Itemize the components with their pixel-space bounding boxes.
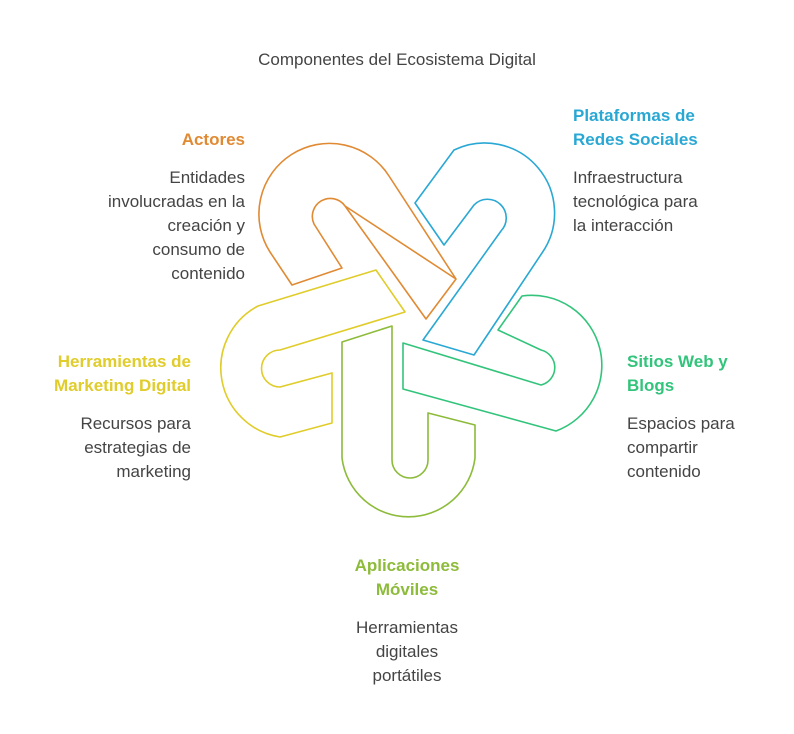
component-aplicaciones-moviles: Aplicaciones Móviles Herramientas digita… <box>297 554 517 688</box>
sitios-heading: Sitios Web y Blogs <box>627 352 728 395</box>
component-herramientas-marketing: Herramientas de Marketing Digital Recurs… <box>1 350 191 484</box>
sitios-description: Espacios para compartir contenido <box>627 414 735 481</box>
actores-heading: Actores <box>181 130 245 149</box>
diagram-title: Componentes del Ecosistema Digital <box>258 50 536 69</box>
redes-description: Infraestructura tecnológica para la inte… <box>573 168 698 235</box>
herramientas-heading: Herramientas de Marketing Digital <box>54 352 191 395</box>
component-redes-sociales: Plataformas de Redes Sociales Infraestru… <box>573 104 783 238</box>
apps-description: Herramientas digitales portátiles <box>355 618 459 685</box>
apps-heading: Aplicaciones Móviles <box>354 556 460 599</box>
loop-sitios <box>402 294 603 432</box>
loop-apps <box>341 325 476 518</box>
component-sitios-web: Sitios Web y Blogs Espacios para compart… <box>627 350 787 484</box>
loop-herramientas <box>220 269 406 438</box>
loop-actores-outline <box>258 142 457 320</box>
component-actores: Actores Entidades involucradas en la cre… <box>25 128 245 286</box>
actores-description: Entidades involucradas en la creación y … <box>107 168 245 283</box>
loop-redes <box>414 142 556 356</box>
redes-heading: Plataformas de Redes Sociales <box>573 106 698 149</box>
herramientas-description: Recursos para estrategias de marketing <box>80 414 191 481</box>
